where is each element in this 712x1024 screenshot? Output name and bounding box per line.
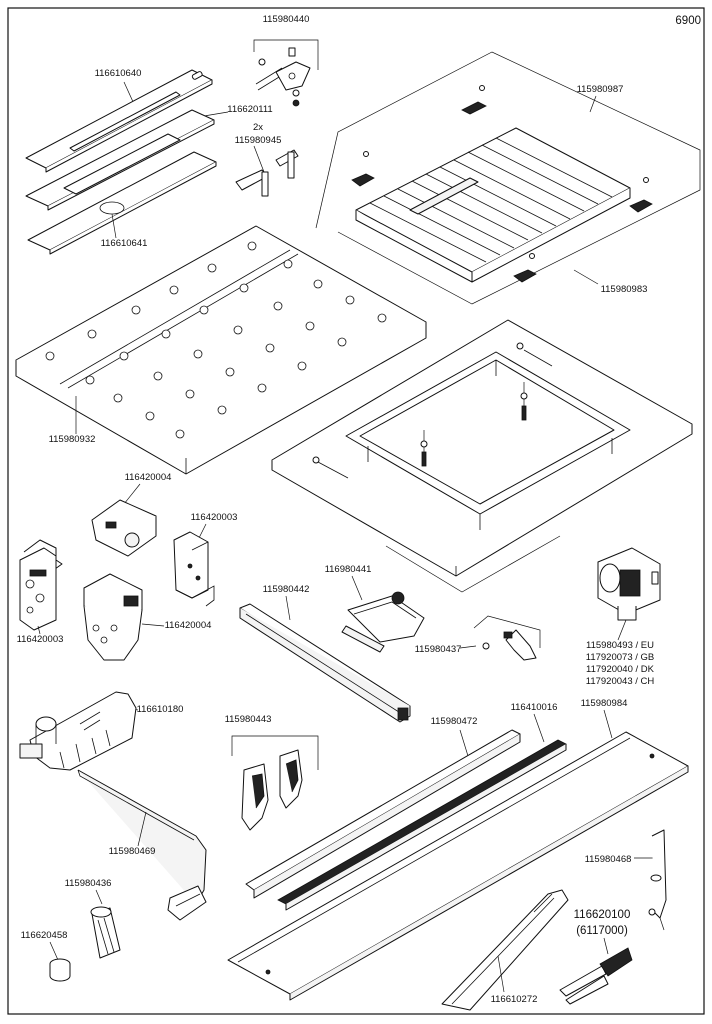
part-115980440-hinge-bracket: 115980440 — [253, 14, 319, 107]
label-115980945: 115980945 — [235, 135, 282, 146]
part-115980987-extrusion-table: 115980987 115980983 — [315, 51, 701, 305]
label-115980442: 115980442 — [263, 584, 310, 595]
part-115980442-long-profile: 115980442 — [239, 584, 411, 723]
label-116620458: 116620458 — [21, 930, 68, 941]
label-115980472: 115980472 — [431, 716, 478, 727]
part-116610272-pusher: 116610272 — [441, 889, 569, 1011]
part-115980493-switch: 115980493 / EU 117920073 / GB 117920040 … — [586, 547, 661, 687]
label-116620111: 116620111 — [227, 104, 272, 115]
label-116420004b: 116420004 — [165, 620, 212, 631]
page-number: 6900 — [675, 15, 701, 27]
label-115980440: 115980440 — [263, 14, 310, 25]
part-116420004-clamp-top: 116420004 — [91, 472, 172, 557]
label-115980932: 115980932 — [49, 434, 96, 445]
label-115980984: 115980984 — [581, 698, 628, 709]
part-115980468-bracket: 115980468 — [585, 829, 667, 931]
label-116410016: 116410016 — [511, 702, 558, 713]
part-115980469-rod: 115980469 — [77, 769, 207, 921]
label-116980441: 116980441 — [325, 564, 372, 575]
part-115980436-grip: 115980436 — [65, 878, 121, 959]
part-116610641-plate: 116610641 — [27, 151, 217, 255]
label-116420004a: 116420004 — [125, 472, 172, 483]
label-117920043: 117920043 / CH — [586, 676, 655, 687]
part-116420003-bracket: 116420003 — [173, 512, 238, 607]
label-115980468: 115980468 — [585, 854, 632, 865]
part-116620111-plate: 116620111 — [25, 104, 273, 211]
label-116620100: 116620100 — [574, 909, 631, 921]
part-115980932-perforated-board: 115980932 — [15, 225, 427, 475]
sheet-border — [7, 7, 705, 1015]
label-6117000: (6117000) — [576, 925, 628, 937]
label-2x: 2x — [253, 122, 263, 133]
part-116620100-spring-clamp: 116620100 (6117000) — [559, 909, 633, 1005]
label-115980436: 115980436 — [65, 878, 112, 889]
part-116420004-clamp-body: 116420004 — [83, 573, 212, 661]
label-116610180: 116610180 — [137, 704, 184, 715]
label-117920040: 117920040 / DK — [586, 664, 655, 675]
part-115980437-lever: 115980437 — [415, 615, 541, 661]
label-116610640: 116610640 — [95, 68, 142, 79]
label-117920073: 117920073 / GB — [586, 652, 655, 663]
part-115980472-rail: 115980472 — [245, 716, 521, 899]
part-116410016-rail: 116410016 — [277, 702, 567, 911]
label-116420003b: 116420003 — [17, 634, 64, 645]
label-115980469: 115980469 — [109, 846, 156, 857]
part-115980945-clip: 2x 115980945 — [235, 122, 299, 197]
label-116610272: 116610272 — [491, 994, 538, 1005]
label-115980443: 115980443 — [225, 714, 272, 725]
label-116610641: 116610641 — [101, 238, 148, 249]
leader-bracket-plate — [385, 535, 561, 593]
label-115980437: 115980437 — [415, 644, 462, 655]
part-115980443-clamps: 115980443 — [225, 714, 319, 831]
label-116420003a: 116420003 — [191, 512, 238, 523]
part-116610640-plate: 116610640 — [25, 68, 213, 173]
part-116980441-protractor: 116980441 — [325, 564, 425, 653]
part-table-plate-with-frame — [271, 319, 693, 577]
part-115980984-long-plate: 115980984 — [227, 698, 689, 1001]
part-116610180-dust-hood: 116610180 — [19, 691, 184, 771]
part-116620458-cap: 116620458 — [21, 930, 71, 982]
part-116420003-bracket-left: 116420003 — [17, 539, 64, 645]
label-115980493: 115980493 / EU — [586, 640, 654, 651]
label-115980987: 115980987 — [577, 84, 624, 95]
label-115980983: 115980983 — [601, 284, 648, 295]
